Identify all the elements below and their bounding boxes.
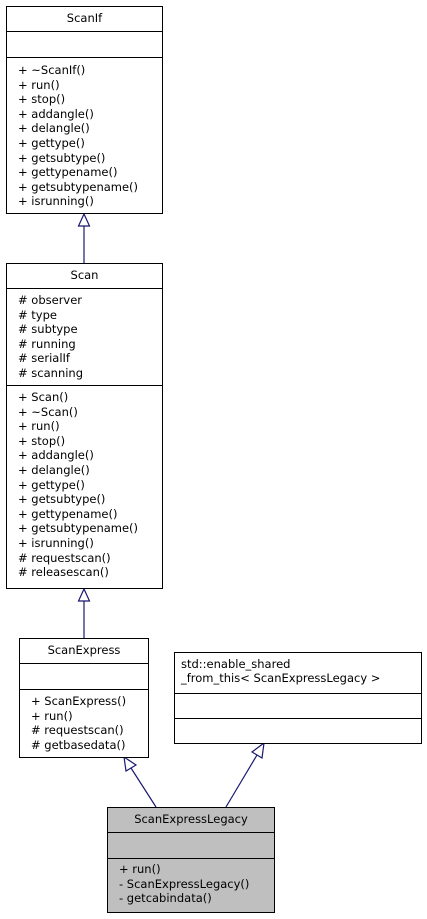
attribute-item: # type xyxy=(18,307,57,322)
edge-legacy-enableshared xyxy=(225,754,258,808)
arrowhead-scanexpress xyxy=(123,755,138,772)
method-item: + run() xyxy=(119,862,161,876)
method-item: + getsubtype() xyxy=(18,492,106,507)
method-item: + getsubtype() xyxy=(18,150,106,165)
method-item: + getsubtypename() xyxy=(18,179,139,194)
class-enable-shared-attributes xyxy=(175,693,421,719)
arrowhead-scan xyxy=(77,587,91,602)
method-item: - getcabindata() xyxy=(119,891,212,906)
class-enable-shared-title-line1: std::enable_shared xyxy=(181,657,291,671)
method-item: # releasescan() xyxy=(18,565,109,580)
method-item: + stop() xyxy=(18,92,66,107)
class-enable-shared-from-this[interactable]: std::enable_shared _from_this< ScanExpre… xyxy=(174,652,422,744)
method-item: + getsubtypename() xyxy=(18,521,139,536)
class-scan[interactable]: Scan # observer # type # subtype # runni… xyxy=(6,263,163,589)
method-item: # requestscan() xyxy=(31,723,124,738)
class-scanexpress[interactable]: ScanExpress + ScanExpress() + run() # re… xyxy=(19,638,149,758)
attribute-item: # running xyxy=(18,336,76,351)
method-item: + delangle() xyxy=(18,121,90,136)
method-item: - ScanExpressLegacy() xyxy=(119,876,250,891)
method-item: + gettype() xyxy=(18,136,85,150)
class-scanexpress-methods: + ScanExpress() + run() # requestscan() … xyxy=(20,689,148,752)
method-item: + run() xyxy=(18,419,60,434)
method-item: + gettypename() xyxy=(18,506,118,521)
arrowhead-scanif xyxy=(77,212,91,227)
attribute-item: # serialIf xyxy=(18,351,70,366)
class-scanexpresslegacy-attributes xyxy=(108,832,274,859)
method-item: + delangle() xyxy=(18,463,90,477)
class-scanif[interactable]: ScanIf + ~ScanIf() + run() + stop() + ad… xyxy=(6,6,163,214)
method-item: + addangle() xyxy=(18,106,94,121)
edge-legacy-scanexpress xyxy=(130,767,157,808)
class-scanif-methods: + ~ScanIf() + run() + stop() + addangle(… xyxy=(7,57,162,208)
class-scanexpresslegacy-title: ScanExpressLegacy xyxy=(134,812,248,826)
method-item: + isrunning() xyxy=(18,536,94,550)
class-scanexpresslegacy-methods: + run() - ScanExpressLegacy() - getcabin… xyxy=(108,858,274,905)
method-item: + gettype() xyxy=(18,477,85,492)
attribute-item: # scanning xyxy=(18,366,84,380)
class-enable-shared-methods xyxy=(175,718,421,719)
method-item: + Scan() xyxy=(18,390,69,404)
method-item: # requestscan() xyxy=(18,550,111,565)
method-item: + isrunning() xyxy=(18,194,94,209)
class-scan-methods: + Scan() + ~Scan() + run() + stop() + ad… xyxy=(7,385,162,579)
method-item: + run() xyxy=(18,77,60,92)
method-item: + ~Scan() xyxy=(18,404,78,419)
method-item: + stop() xyxy=(18,433,66,448)
arrowhead-enableshared xyxy=(250,741,265,759)
method-item: + addangle() xyxy=(18,448,94,463)
method-item: + ~ScanIf() xyxy=(18,63,86,77)
class-scanexpresslegacy[interactable]: ScanExpressLegacy + run() - ScanExpressL… xyxy=(107,807,275,913)
class-scanif-attributes xyxy=(7,31,162,58)
class-scanif-title: ScanIf xyxy=(66,11,103,25)
class-scan-attributes: # observer # type # subtype # running # … xyxy=(7,288,162,380)
method-item: + gettypename() xyxy=(18,165,118,180)
attribute-item: # subtype xyxy=(18,322,78,337)
class-enable-shared-title-line2: _from_this< ScanExpressLegacy > xyxy=(181,671,381,685)
method-item: + ScanExpress() xyxy=(31,694,127,708)
class-scan-title: Scan xyxy=(70,268,99,282)
class-scanexpress-attributes xyxy=(20,663,148,690)
class-scanexpress-title: ScanExpress xyxy=(47,643,121,657)
method-item: # getbasedata() xyxy=(31,737,126,752)
attribute-item: # observer xyxy=(18,293,83,307)
method-item: + run() xyxy=(31,708,73,723)
